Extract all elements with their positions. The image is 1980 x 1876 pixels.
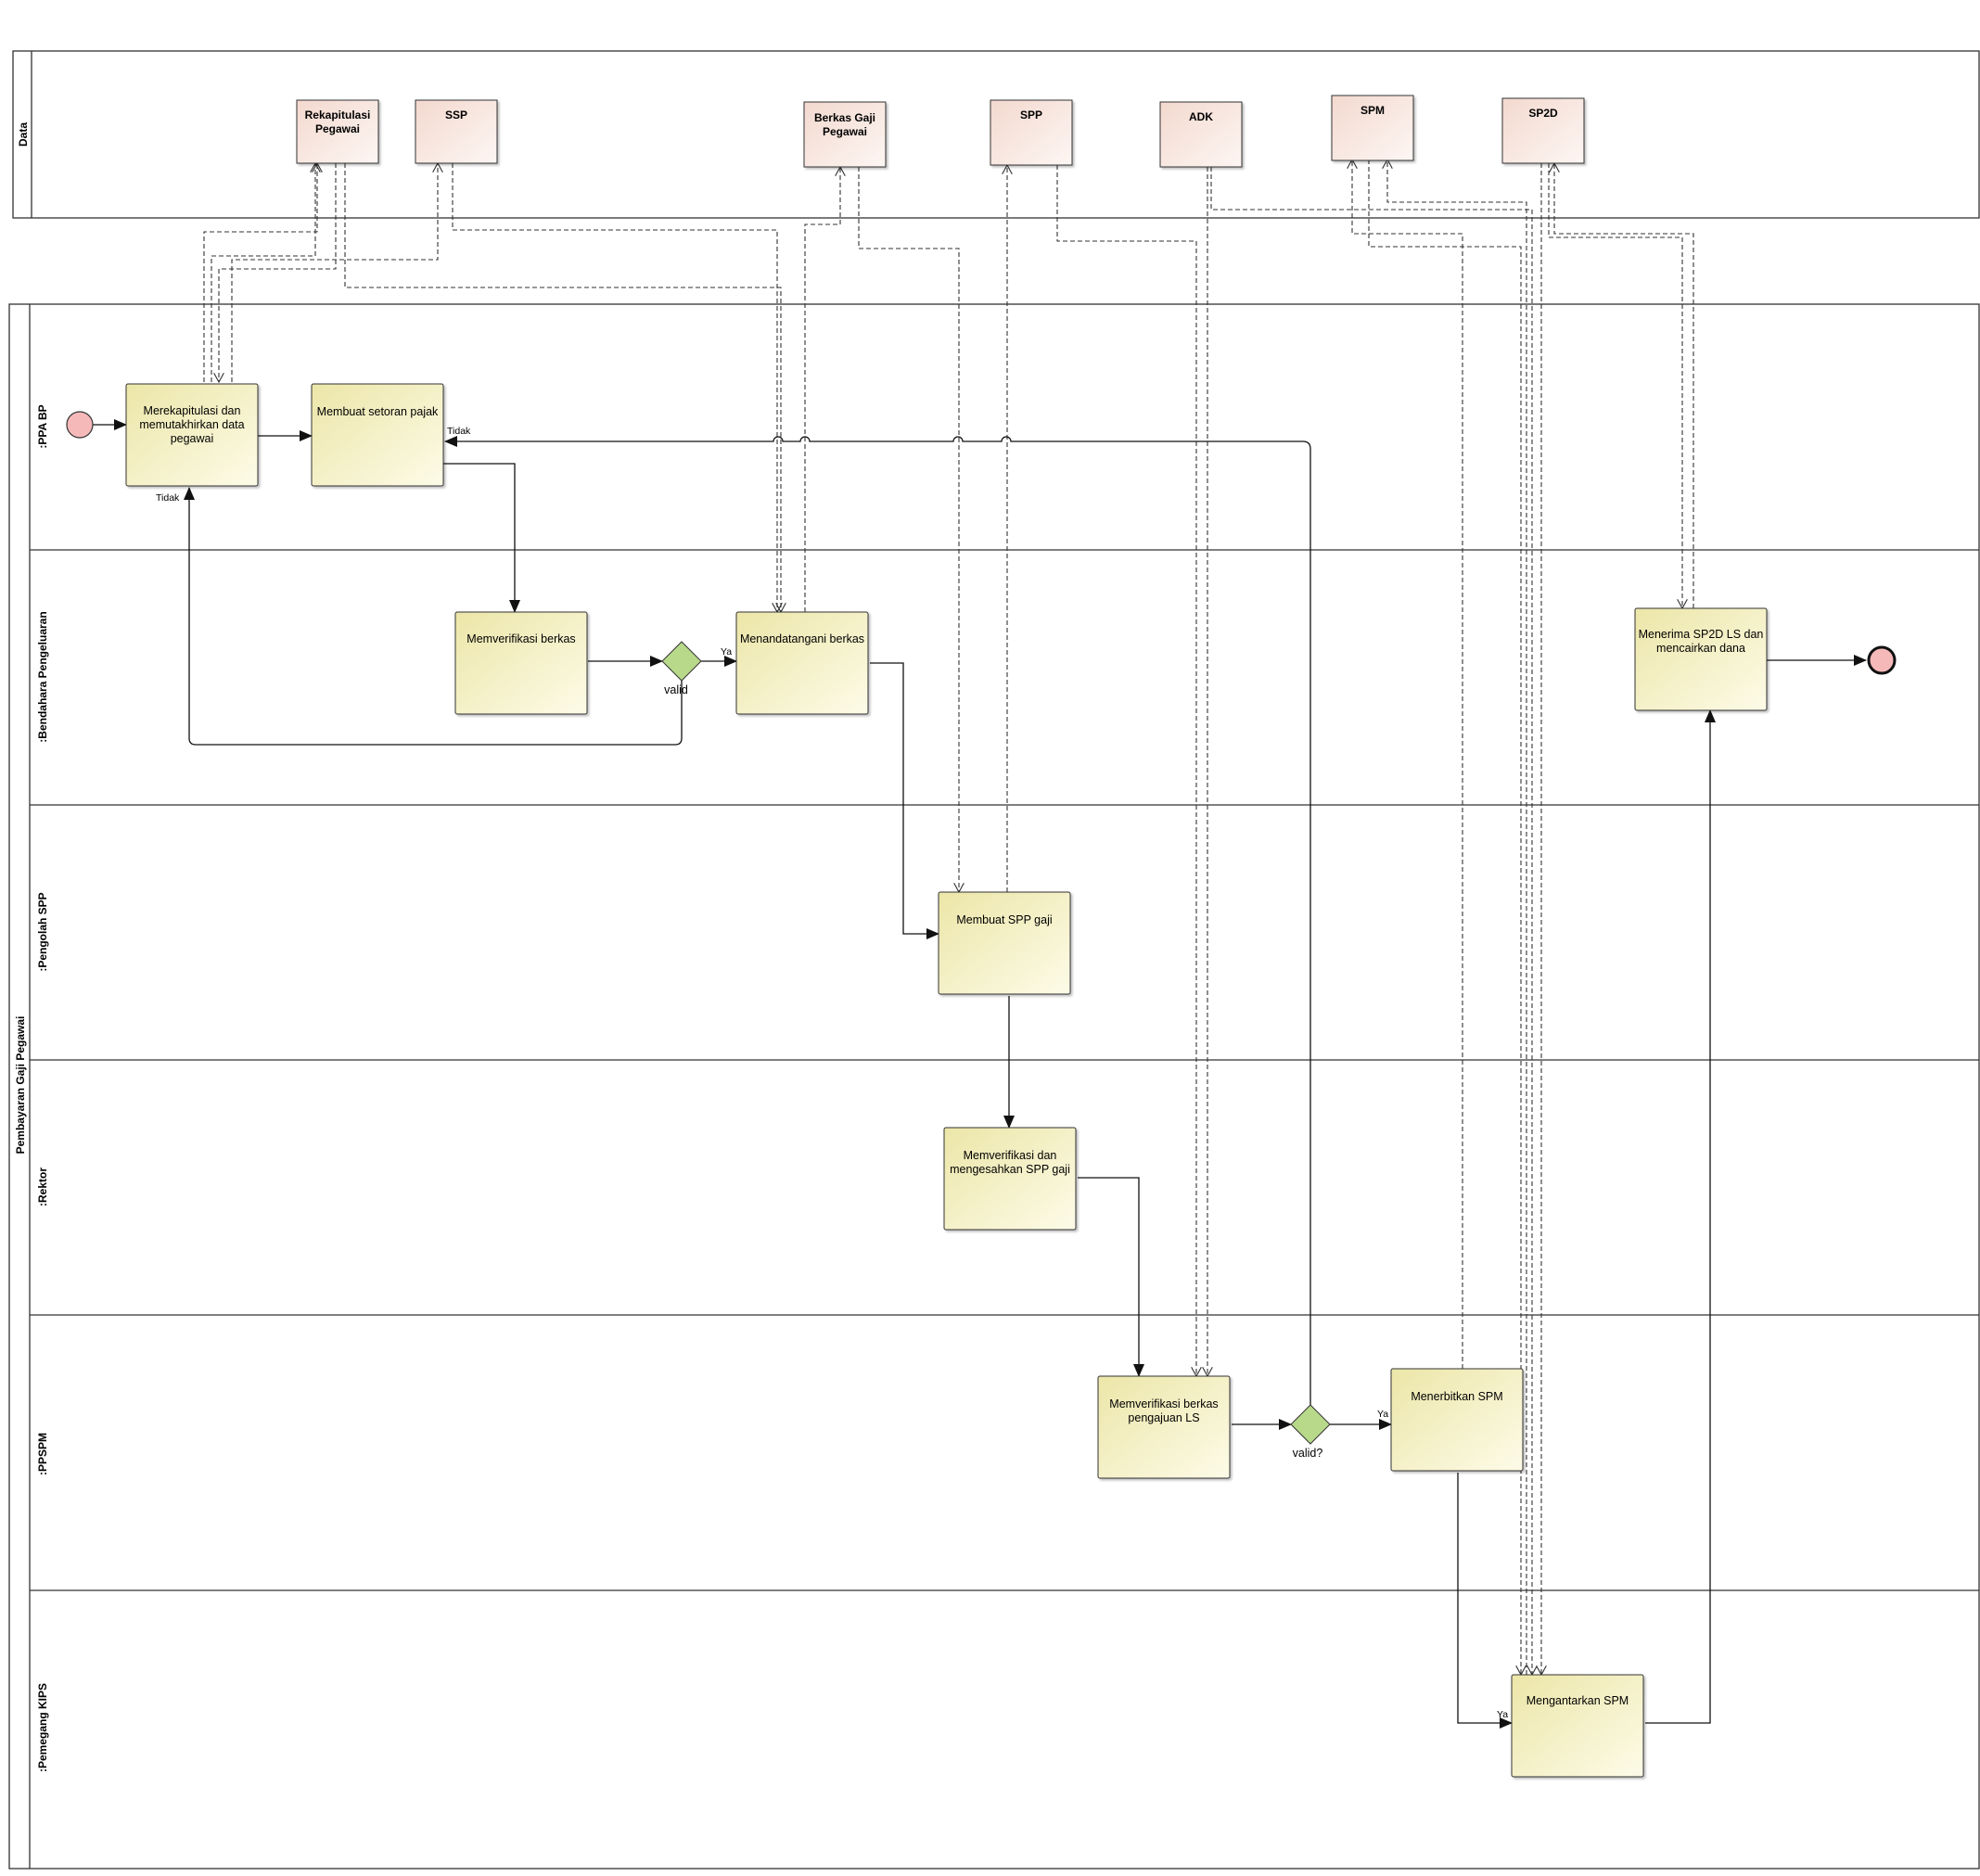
- task-label: Memverifikasi berkas: [466, 632, 575, 645]
- gateway-label: valid: [664, 683, 688, 696]
- data-object-label: Berkas Gaji: [814, 111, 875, 124]
- process-pool: Pembayaran Gaji Pegawai :PPA BP :Bendaha…: [8, 303, 1980, 1870]
- data-object-label: SP2D: [1528, 107, 1558, 120]
- flow-label-ya-1: Ya: [721, 646, 732, 657]
- task-label: pegawai: [171, 432, 214, 445]
- task-menerbitkan-spm[interactable]: Menerbitkan SPM: [1390, 1368, 1524, 1472]
- task-label: Mengantarkan SPM: [1527, 1694, 1629, 1707]
- data-object-adk[interactable]: ADK: [1159, 101, 1243, 168]
- task-membuat-setoran-pajak[interactable]: Membuat setoran pajak: [311, 383, 444, 487]
- task-label: Membuat setoran pajak: [317, 405, 439, 418]
- data-lane: Data: [12, 50, 1980, 219]
- data-object-label: SPM: [1360, 104, 1385, 117]
- task-membuat-spp-gaji[interactable]: Membuat SPP gaji: [938, 891, 1071, 995]
- task-menandatangani-berkas[interactable]: Menandatangani berkas: [735, 611, 869, 715]
- data-object-sp2d[interactable]: SP2D: [1501, 97, 1585, 164]
- flow-label-ya-3: Ya: [1497, 1709, 1508, 1720]
- lane-label-pemegang-kips: :Pemegang KIPS: [36, 1683, 49, 1772]
- flow-label-tidak-2: Tidak: [447, 426, 471, 437]
- data-object-label: Pegawai: [823, 125, 867, 138]
- lane-label-pengolah-spp: :Pengolah SPP: [36, 892, 49, 971]
- gateway-label: valid?: [1293, 1447, 1323, 1460]
- task-memverifikasi-berkas[interactable]: Memverifikasi berkas: [454, 611, 588, 715]
- lane-label-ppa-bp: :PPA BP: [36, 404, 49, 448]
- task-label: memutakhirkan data: [139, 418, 244, 431]
- data-associations: [203, 160, 1694, 1675]
- task-label: Memverifikasi berkas: [1109, 1397, 1218, 1410]
- start-event[interactable]: [66, 411, 94, 439]
- gateway-diamond: [1290, 1404, 1331, 1445]
- data-object-ssp[interactable]: SSP: [415, 99, 498, 164]
- task-label: Memverifikasi dan: [964, 1149, 1057, 1162]
- end-event[interactable]: [1867, 645, 1897, 675]
- gateway-valid-question[interactable]: valid?: [1290, 1404, 1331, 1460]
- data-object-label: Pegawai: [315, 122, 360, 135]
- data-object-spp[interactable]: SPP: [990, 99, 1073, 166]
- lane-label-bendahara: :Bendahara Pengeluaran: [36, 611, 49, 742]
- data-object-spm[interactable]: SPM: [1331, 95, 1414, 161]
- gateway-diamond: [661, 641, 702, 682]
- task-label: Menerbitkan SPM: [1411, 1390, 1502, 1403]
- data-lane-label: Data: [17, 122, 30, 147]
- data-object-label: SSP: [445, 108, 467, 121]
- lane-label-ppspm: :PPSPM: [36, 1433, 49, 1475]
- flow-label-tidak-1: Tidak: [156, 492, 180, 504]
- pool-label: Pembayaran Gaji Pegawai: [14, 1016, 27, 1155]
- task-label: pengajuan LS: [1128, 1411, 1199, 1424]
- flow-label-ya-2: Ya: [1377, 1409, 1388, 1420]
- task-label: Menerima SP2D LS dan: [1639, 628, 1764, 641]
- gateway-valid[interactable]: valid: [661, 641, 702, 696]
- data-object-label: ADK: [1189, 110, 1213, 123]
- task-label: Menandatangani berkas: [740, 632, 864, 645]
- lane-label-rektor: :Rektor: [36, 1168, 49, 1206]
- data-object-label: SPP: [1020, 108, 1042, 121]
- data-object-label: Rekapitulasi: [305, 108, 371, 121]
- task-label: Merekapitulasi dan: [144, 404, 241, 417]
- sequence-flows: [93, 419, 1867, 1729]
- task-mengantarkan-spm[interactable]: Mengantarkan SPM: [1511, 1674, 1644, 1778]
- task-label: mencairkan dana: [1656, 642, 1745, 655]
- task-label: mengesahkan SPP gaji: [950, 1163, 1070, 1176]
- task-label: Membuat SPP gaji: [956, 913, 1052, 926]
